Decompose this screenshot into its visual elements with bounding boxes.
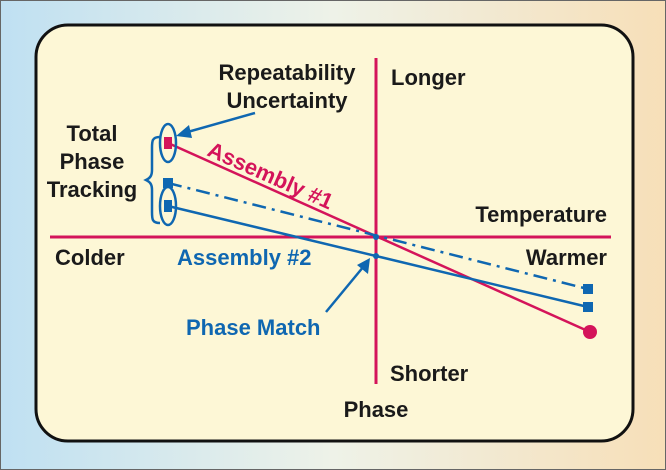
dashed-line-start-marker bbox=[163, 178, 173, 188]
total-tracking-brace bbox=[143, 135, 161, 225]
total-phase-tracking-line3: Tracking bbox=[47, 177, 137, 202]
warmer-label: Warmer bbox=[526, 245, 608, 270]
colder-label: Colder bbox=[55, 245, 125, 270]
repeatability-ellipse bbox=[158, 122, 178, 164]
longer-label: Longer bbox=[391, 65, 466, 90]
shorter-label: Shorter bbox=[390, 361, 469, 386]
temperature-label: Temperature bbox=[475, 202, 607, 227]
assembly2-label: Assembly #2 bbox=[177, 245, 312, 270]
phase-axis-label: Phase bbox=[344, 397, 409, 422]
phase-match-arrow bbox=[325, 265, 365, 313]
assembly1-line bbox=[167, 141, 591, 334]
phase-match-arrowhead bbox=[357, 258, 370, 274]
phase-match-dot bbox=[373, 253, 379, 259]
dashed-line-end-marker bbox=[583, 284, 593, 294]
repeatability-label-line1: Repeatability bbox=[219, 60, 357, 85]
assembly2-start-marker bbox=[164, 200, 172, 212]
repeatability-label-line2: Uncertainty bbox=[226, 88, 348, 113]
assembly1-start-marker bbox=[164, 137, 172, 149]
intersection-dot-1 bbox=[373, 234, 379, 240]
assembly2-end-marker bbox=[583, 302, 593, 312]
total-phase-tracking-line1: Total bbox=[67, 121, 118, 146]
assembly1-end-marker bbox=[583, 325, 597, 339]
phase-match-label: Phase Match bbox=[186, 315, 321, 340]
total-phase-tracking-line2: Phase bbox=[60, 149, 125, 174]
repeatability-arrow bbox=[183, 111, 256, 135]
assembly2-ellipse bbox=[158, 185, 178, 227]
repeatability-arrowhead bbox=[176, 125, 192, 138]
